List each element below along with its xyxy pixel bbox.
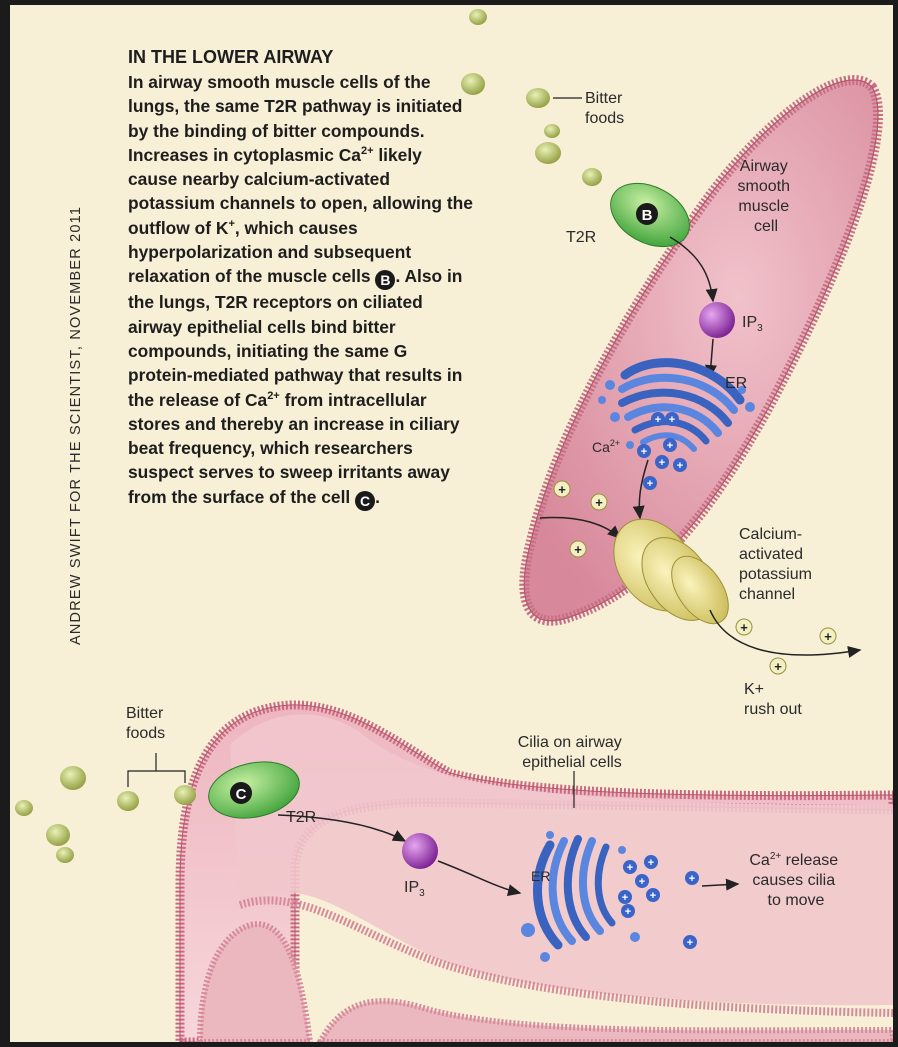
channel-label: Calcium- activated potassium channel bbox=[739, 526, 816, 603]
svg-text:+: + bbox=[824, 629, 832, 644]
svg-text:+: + bbox=[622, 892, 628, 904]
svg-text:+: + bbox=[669, 414, 675, 426]
svg-text:+: + bbox=[648, 857, 654, 869]
bitter-food-particles-lower bbox=[15, 766, 196, 863]
svg-text:+: + bbox=[687, 937, 693, 949]
svg-text:+: + bbox=[558, 482, 566, 497]
svg-text:+: + bbox=[647, 478, 653, 490]
marker-b-label: B bbox=[642, 207, 653, 224]
svg-text:+: + bbox=[639, 876, 645, 888]
svg-text:+: + bbox=[774, 659, 782, 674]
svg-text:+: + bbox=[655, 414, 661, 426]
svg-text:+: + bbox=[667, 440, 673, 452]
svg-text:+: + bbox=[689, 873, 695, 885]
ip3-molecule-upper bbox=[699, 302, 735, 338]
svg-text:+: + bbox=[650, 890, 656, 902]
svg-text:+: + bbox=[659, 457, 665, 469]
er-label-lower: ER bbox=[531, 868, 550, 884]
svg-text:+: + bbox=[574, 542, 582, 557]
svg-text:+: + bbox=[641, 446, 647, 458]
svg-text:+: + bbox=[625, 906, 631, 918]
marker-c-label: C bbox=[236, 786, 247, 803]
svg-text:+: + bbox=[740, 620, 748, 635]
diagram-svg: Bitter foods Airway smooth muscle cell B… bbox=[10, 5, 893, 1042]
svg-text:+: + bbox=[677, 460, 683, 472]
er-label-upper: ER bbox=[725, 375, 747, 392]
t2r-label-upper: T2R bbox=[566, 229, 596, 246]
smooth-muscle-cell bbox=[524, 80, 878, 621]
ip3-molecule-lower bbox=[402, 833, 438, 869]
bitter-foods-label-lower: Bitter foods bbox=[126, 705, 168, 742]
figure-panel: ANDREW SWIFT FOR THE SCIENTIST, NOVEMBER… bbox=[10, 5, 893, 1042]
bitter-foods-label-upper: Bitter foods bbox=[585, 90, 627, 127]
arrow-k-out bbox=[710, 610, 860, 655]
svg-text:+: + bbox=[627, 862, 633, 874]
k-rush-out-label: K+ rush out bbox=[744, 681, 802, 718]
svg-text:+: + bbox=[595, 495, 603, 510]
bitter-foods-bracket-lower bbox=[128, 753, 185, 787]
cilia-label: Cilia on airway epithelial cells bbox=[518, 734, 627, 771]
